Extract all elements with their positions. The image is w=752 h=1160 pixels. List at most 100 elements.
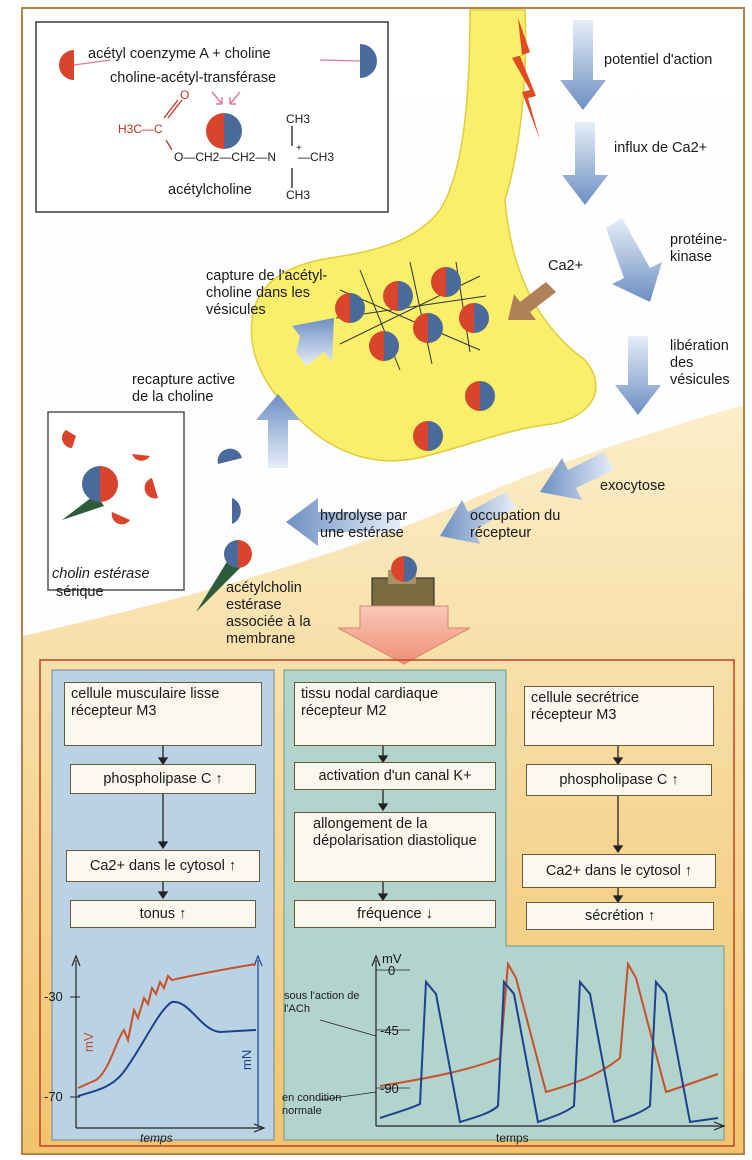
cardiac-step1-box: activation d'un canal K+ [294, 762, 496, 790]
vesicle-uptake-label: capture de l'acétyl-choline dans les vés… [206, 268, 328, 318]
calcium-label: Ca2+ [548, 258, 584, 274]
cardiac-step2-box: allongement de la dépolarisation diastol… [294, 812, 496, 882]
chart2-annotation-normal: en condition normale [282, 1092, 342, 1117]
chart1-ytick: -70 [44, 1089, 63, 1104]
smooth-muscle-step2-box: Ca2+ dans le cytosol ↑ [66, 850, 260, 882]
synthesis-box [35, 21, 389, 213]
choline-reuptake-label: recapture active de la choline [132, 372, 236, 405]
product-label: acétylcholine [168, 182, 252, 198]
up-arrow-icon: ↑ [671, 772, 679, 788]
up-arrow-icon: ↑ [215, 771, 223, 787]
smooth-muscle-result: tonus [139, 906, 176, 922]
chart1-ylabel-right: mN [239, 1049, 254, 1070]
secretory-result: sécrétion [584, 908, 644, 924]
choline-icon [217, 448, 242, 464]
chart1-series-mV [77, 963, 257, 1089]
secretory-cell-box: cellule secrétrice récepteur M3 [524, 686, 714, 746]
action-potential-label: potentiel d'action [604, 52, 713, 68]
ach-vesicle-icon [369, 331, 399, 361]
secretory-step1-box: phospholipase C ↑ [526, 764, 712, 796]
serum-esterase-icon [62, 430, 158, 525]
chart-smooth-muscle [70, 954, 266, 1133]
nerve-terminal [250, 9, 597, 462]
chart2-series-ach [379, 979, 719, 1124]
ach-vesicle-icon [459, 303, 489, 333]
serum-esterase-label-2: sérique [56, 584, 104, 600]
cardiac-cell-box: tissu nodal cardiaque récepteur M2 [294, 682, 496, 746]
chart-cardiac [319, 954, 726, 1131]
calcium-arrow-icon [508, 282, 556, 320]
cardiac-receptor: récepteur M2 [301, 703, 387, 719]
smooth-muscle-result-box: tonus ↑ [70, 900, 256, 928]
cardiac-result-box: fréquence ↓ [294, 900, 496, 928]
smooth-muscle-cell-box: cellule musculaire lisse récepteur M3 [64, 682, 262, 746]
smooth-muscle-receptor: récepteur M3 [71, 703, 157, 719]
chart2-ylabel: mV [382, 951, 402, 966]
secretory-step1: phospholipase C [559, 772, 668, 788]
secretory-step2: Ca2+ dans le cytosol [545, 863, 681, 879]
ach-on-receptor-icon [391, 556, 417, 582]
smooth-muscle-step1: phospholipase C [103, 771, 212, 787]
cardiac-step1: activation d'un canal K+ [318, 768, 472, 784]
secretory-receptor: récepteur M3 [531, 707, 617, 723]
ach-molecule-icon [206, 113, 242, 149]
formula-charge: + [296, 143, 302, 154]
chart2-ytick: -45 [380, 1023, 399, 1038]
down-arrow-icon: ↓ [425, 906, 433, 922]
chart1-xlabel: temps [140, 1131, 173, 1145]
formula-carbonyl-o: O [180, 88, 190, 102]
formula-methyl-right: —CH3 [298, 150, 335, 164]
cardiac-step2: allongement de la dépolarisation diastol… [313, 816, 477, 849]
ach-vesicle-icon [335, 293, 365, 323]
ach-vesicle-icon [431, 267, 461, 297]
flow-arrows [157, 746, 624, 904]
hydrolysis-label: hydrolyse par une estérase [320, 508, 408, 541]
formula-methyl-bottom: CH3 [286, 188, 311, 202]
up-arrow-icon: ↑ [647, 908, 656, 924]
ach-vesicle-icon [383, 281, 413, 311]
ach-vesicle-icon [465, 381, 495, 411]
chart2-xlabel: temps [496, 1131, 529, 1145]
ach-vesicle-icon [413, 313, 443, 343]
chart2-ytick: 0 [388, 963, 396, 978]
acetyl-half-icon [59, 50, 74, 80]
action-potential-icon [512, 18, 540, 140]
effects-arrow [337, 605, 471, 665]
chart1-ytick: -30 [44, 989, 63, 1004]
serum-esterase-label: cholin estérase [52, 566, 150, 582]
cardiac-result: fréquence [357, 906, 422, 922]
formula-acetyl: H3C—C [118, 122, 163, 136]
up-arrow-icon: ↑ [684, 863, 693, 879]
formula-methyl-top: CH3 [286, 112, 311, 126]
enzyme-label: choline-acétyl-transférase [110, 70, 277, 86]
secretory-cell: cellule secrétrice [531, 690, 639, 706]
calcium-influx-label: influx de Ca2+ [614, 140, 708, 156]
receptor-binding-label: occupation du récepteur [470, 508, 561, 541]
smooth-muscle-step1-box: phospholipase C ↑ [70, 764, 256, 794]
chart2-ytick: -90 [380, 1081, 399, 1096]
vesicles [335, 267, 495, 451]
smooth-muscle-step2: Ca2+ dans le cytosol [89, 858, 225, 874]
membrane-esterase-label: acétylcholin estérase associée à la memb… [226, 580, 311, 647]
protein-kinase-label: protéine-kinase [670, 232, 728, 265]
up-arrow-icon: ↑ [228, 858, 237, 874]
choline-half-icon [360, 44, 377, 78]
vesicle-release-label: libération des vésicules [670, 338, 730, 388]
formula-ester: O—CH2—CH2—N [174, 150, 277, 164]
chart1-series-mN [77, 1000, 257, 1097]
secretory-result-box: sécrétion ↑ [526, 902, 714, 930]
ach-vesicle-icon [413, 421, 443, 451]
exocytosis-label: exocytose [600, 478, 666, 494]
effects-frame [39, 659, 735, 1147]
reaction-label: acétyl coenzyme A + choline [88, 46, 271, 62]
cardiac-cell: tissu nodal cardiaque [301, 686, 439, 702]
membrane-esterase-icon [196, 560, 242, 612]
up-arrow-icon: ↑ [179, 906, 187, 922]
secretory-step2-box: Ca2+ dans le cytosol ↑ [522, 854, 716, 888]
choline-icon [232, 498, 241, 524]
smooth-muscle-cell: cellule musculaire lisse [71, 686, 220, 702]
cascade-arrows [256, 20, 662, 546]
chart1-ylabel-left: mV [81, 1032, 96, 1053]
chart2-annotation-ach: sous l'action de l'ACh [284, 990, 360, 1015]
